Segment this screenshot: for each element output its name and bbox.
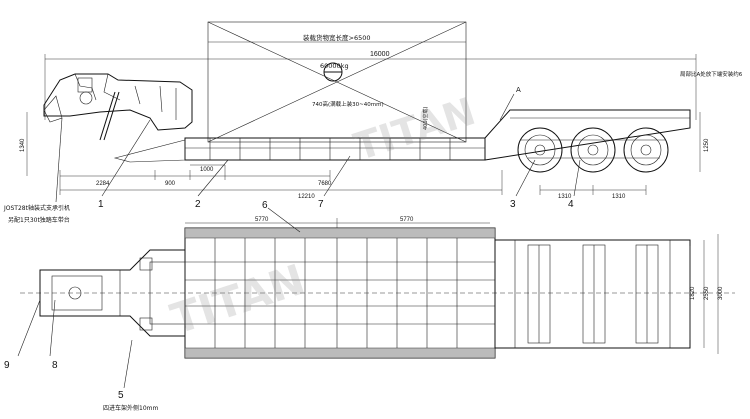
gooseneck-note: 局部比A处放下端安装约6 (680, 70, 743, 78)
dim-1000: 1000 (200, 167, 214, 173)
width-1820: 1820 (690, 286, 696, 300)
callout-9: 9 (4, 360, 10, 371)
landing-gear-leg (99, 91, 116, 141)
axle-spacing-1: 1310 (558, 194, 572, 200)
callout-5: 5 (118, 390, 124, 401)
rear-frame (484, 109, 691, 161)
wheel-3 (623, 127, 669, 173)
wheel-2 (570, 127, 616, 173)
plan-dim-5770-a: 5770 (255, 217, 269, 223)
overall-length-label: 16000 (370, 51, 390, 58)
dim-900: 900 (165, 181, 176, 187)
plan-gooseneck (39, 249, 186, 337)
plan-side-rail-top (184, 227, 496, 239)
callout-2: 2 (195, 199, 201, 210)
load-zone (207, 21, 467, 143)
axle-spacing-2: 1310 (612, 194, 626, 200)
callout-1: 1 (98, 199, 104, 210)
deck-height-note: 740高(满载上装30~40mm) (312, 100, 384, 108)
plan-deck-grid (185, 238, 495, 348)
payload-label: 60000kg (320, 62, 349, 70)
front-height-dim: 1340 (20, 138, 26, 152)
deck-length-note: 装载货物宽长度>6500 (303, 33, 371, 42)
dim-2284: 2284 (96, 181, 110, 187)
callout-8: 8 (52, 360, 58, 371)
dim-7680: 7680 (318, 181, 332, 187)
width-2550: 2550 (704, 286, 710, 300)
plan-dim-5770-b: 5770 (400, 217, 414, 223)
front-ramp (113, 139, 186, 163)
callout-6: 6 (262, 200, 268, 211)
plan-side-rail-bottom (184, 347, 496, 359)
watermark-top: TITAN (349, 89, 481, 169)
dim-12210: 12210 (298, 194, 315, 200)
side-bracket-note: 四进车架外侧10mm (103, 404, 158, 412)
plan-view: 5770 5770 (4, 200, 735, 412)
plan-rear-details (514, 240, 671, 348)
landing-gear-note-2: 另配1只30t独踏车带台 (8, 216, 70, 224)
callout-3: 3 (510, 199, 516, 210)
detail-a-label: A (516, 86, 521, 94)
axle-group (517, 127, 669, 173)
side-view: 16000 装载货物宽长度>6500 60000kg 740高(满载上装30~4… (3, 21, 743, 224)
gooseneck (43, 73, 193, 131)
width-3000: 3000 (718, 286, 724, 300)
wheel-1 (517, 127, 563, 173)
rear-height-dim: 1250 (704, 138, 710, 152)
watermark-bottom: TITAN (165, 255, 311, 344)
callout-7: 7 (318, 199, 324, 210)
landing-gear-note-1: JOST28t轴装式支承引机 (3, 204, 70, 212)
plan-rear-frame (494, 239, 691, 349)
deck-drop-note: 400(空载) (422, 107, 429, 130)
callout-4: 4 (568, 199, 574, 210)
deck-cross-members (209, 138, 451, 160)
